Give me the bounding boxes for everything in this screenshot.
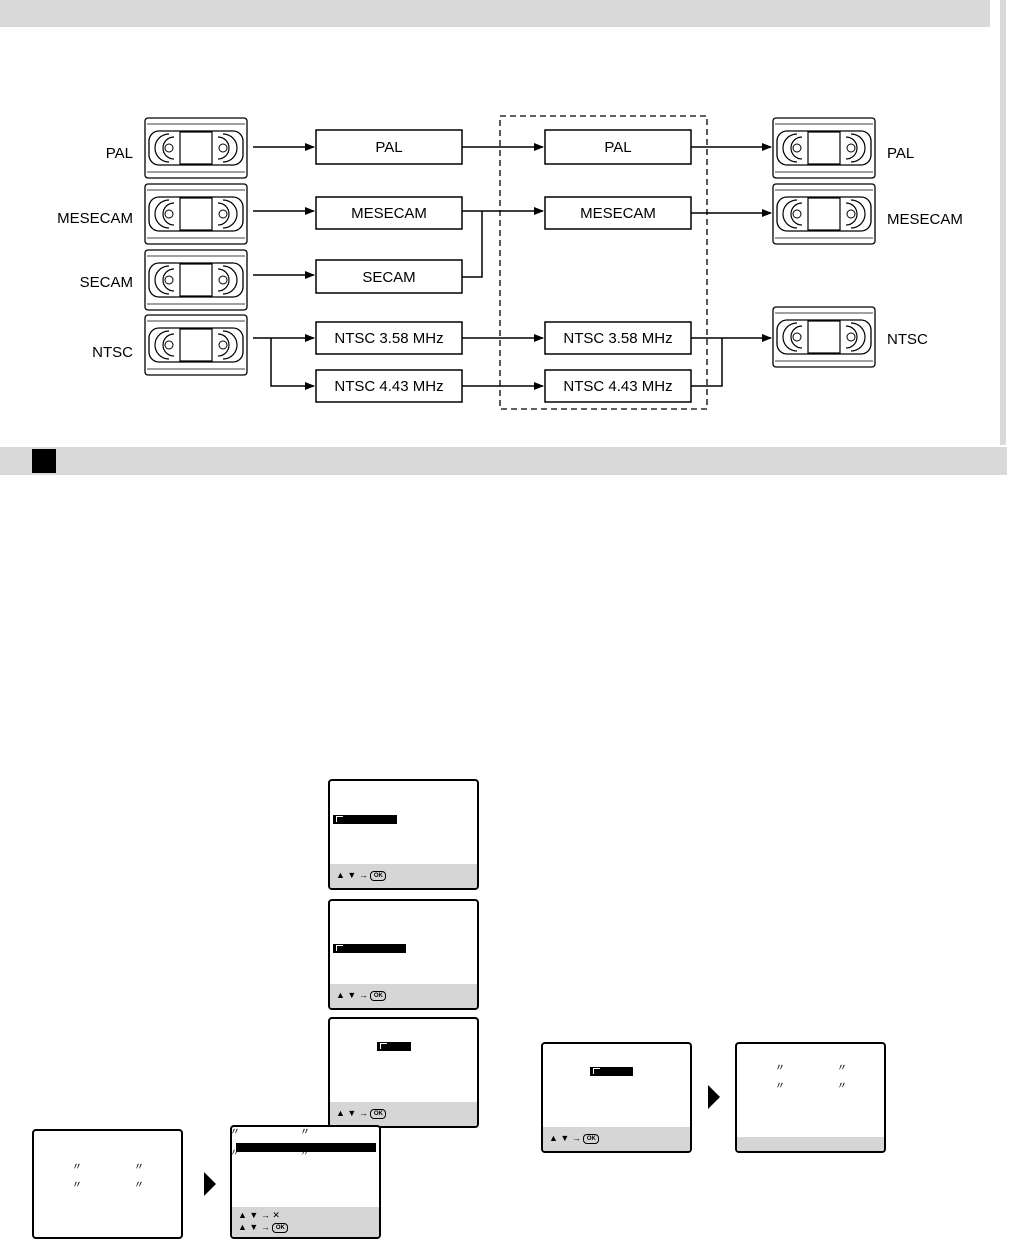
- blink-tick: 〃: [775, 1081, 785, 1092]
- playback-box-mesecam: [544, 196, 692, 230]
- recorded-box-pal: [315, 129, 463, 165]
- vhs-cassette-icon: [772, 306, 876, 368]
- osd-nav-bar: ▲ ▼ → OK: [330, 864, 477, 888]
- osd-nav-bar: ▲ ▼ → ✕ ▲ ▼ → OK: [232, 1207, 379, 1237]
- right-margin-rule: [1000, 0, 1006, 445]
- playback-label-pal: PAL: [604, 139, 631, 156]
- osd-nav-bar: ▲ ▼ → OK: [330, 984, 477, 1008]
- blink-tick: 〃: [230, 1127, 240, 1138]
- blink-tick: 〃: [72, 1180, 82, 1191]
- blink-tick: 〃: [134, 1180, 144, 1191]
- blink-tick: 〃: [230, 1148, 240, 1159]
- osd-screen-5: 〃 〃 〃 〃 ▲ ▼ → ✕ ▲ ▼ → OK: [230, 1125, 381, 1239]
- section-header-band: [0, 447, 1007, 475]
- osd-nav-hint: ▲ ▼ → OK: [238, 1222, 289, 1233]
- playback-region: [499, 115, 708, 410]
- osd-highlight-bar: [590, 1067, 633, 1076]
- osd-highlight-bar: [333, 944, 406, 953]
- blink-tick: 〃: [837, 1063, 847, 1074]
- recorded-box-ntsc443: [315, 369, 463, 403]
- osd-screen-7: 〃 〃 〃 〃: [735, 1042, 886, 1153]
- osd-highlight-bar: [236, 1143, 376, 1152]
- hand-pointer-icon: [593, 1068, 600, 1074]
- recorded-label-ntsc443: NTSC 4.43 MHz: [334, 378, 443, 395]
- vhs-cassette-icon: [772, 183, 876, 245]
- vhs-cassette-icon: [772, 117, 876, 179]
- vhs-cassette-icon: [144, 249, 248, 311]
- vhs-cassette-icon: [144, 183, 248, 245]
- recorded-label-pal: PAL: [375, 139, 402, 156]
- osd-screen-1: ▲ ▼ → OK: [328, 779, 479, 890]
- osd-screen-2: ▲ ▼ → OK: [328, 899, 479, 1010]
- osd-screen-4: 〃 〃 〃 〃: [32, 1129, 183, 1239]
- osd-nav-hint: ▲ ▼ → OK: [336, 1108, 387, 1119]
- osd-screen-3: ▲ ▼ → OK: [328, 1017, 479, 1128]
- hand-pointer-icon: [336, 945, 343, 951]
- recorded-box-ntsc358: [315, 321, 463, 355]
- playback-label-ntsc443: NTSC 4.43 MHz: [563, 378, 672, 395]
- blink-tick: 〃: [72, 1162, 82, 1173]
- osd-nav-hint: ▲ ▼ → OK: [549, 1133, 600, 1144]
- playback-label-mesecam: MESECAM: [580, 205, 656, 222]
- blink-tick: 〃: [300, 1127, 310, 1138]
- osd-nav-bar: ▲ ▼ → OK: [330, 1102, 477, 1126]
- section-marker-square: [32, 449, 56, 473]
- playback-box-pal: [544, 129, 692, 165]
- blink-tick: 〃: [837, 1081, 847, 1092]
- hand-pointer-icon: [336, 816, 343, 822]
- blink-tick: 〃: [775, 1063, 785, 1074]
- recorded-label-secam: SECAM: [362, 269, 415, 286]
- source-label-mesecam: MESECAM: [57, 210, 133, 227]
- osd-nav-hint: ▲ ▼ → OK: [336, 990, 387, 1001]
- source-label-secam: SECAM: [80, 274, 133, 291]
- recorded-label-mesecam: MESECAM: [351, 205, 427, 222]
- top-header-band: [0, 0, 990, 27]
- ok-button-icon: OK: [370, 990, 387, 1001]
- ok-button-icon: OK: [583, 1133, 600, 1144]
- output-label-mesecam: MESECAM: [887, 211, 963, 228]
- color-system-diagram: PAL MESECAM SECAM NTSC PAL MESECAM NTSC …: [57, 115, 963, 410]
- source-label-ntsc: NTSC: [92, 344, 133, 361]
- vhs-cassette-icon: [144, 314, 248, 376]
- osd-screen-6: ▲ ▼ → OK: [541, 1042, 692, 1153]
- output-label-ntsc: NTSC: [887, 331, 928, 348]
- blink-tick: 〃: [134, 1162, 144, 1173]
- step-arrow-icon: [204, 1172, 216, 1196]
- ok-button-icon: OK: [370, 870, 387, 881]
- ok-button-icon: OK: [272, 1222, 289, 1233]
- vhs-cassette-icon: [144, 117, 248, 179]
- hand-pointer-icon: [380, 1043, 387, 1049]
- ok-button-icon: OK: [370, 1108, 387, 1119]
- osd-highlight-bar: [377, 1042, 411, 1051]
- osd-nav-bar: ▲ ▼ → OK: [543, 1127, 690, 1151]
- recorded-label-ntsc358: NTSC 3.58 MHz: [334, 330, 443, 347]
- output-label-pal: PAL: [887, 145, 914, 162]
- osd-highlight-bar: [333, 815, 397, 824]
- osd-nav-bar: [737, 1137, 884, 1151]
- step-arrow-icon: [708, 1085, 720, 1109]
- osd-nav-hint: ▲ ▼ → OK: [336, 870, 387, 881]
- osd-nav-hint-cancel: ▲ ▼ → ✕: [238, 1210, 280, 1220]
- recorded-box-mesecam: [315, 196, 463, 230]
- blink-tick: 〃: [300, 1148, 310, 1159]
- source-label-pal: PAL: [106, 145, 133, 162]
- playback-label-ntsc358: NTSC 3.58 MHz: [563, 330, 672, 347]
- recorded-box-secam: [315, 259, 463, 294]
- playback-box-ntsc358: [544, 321, 692, 355]
